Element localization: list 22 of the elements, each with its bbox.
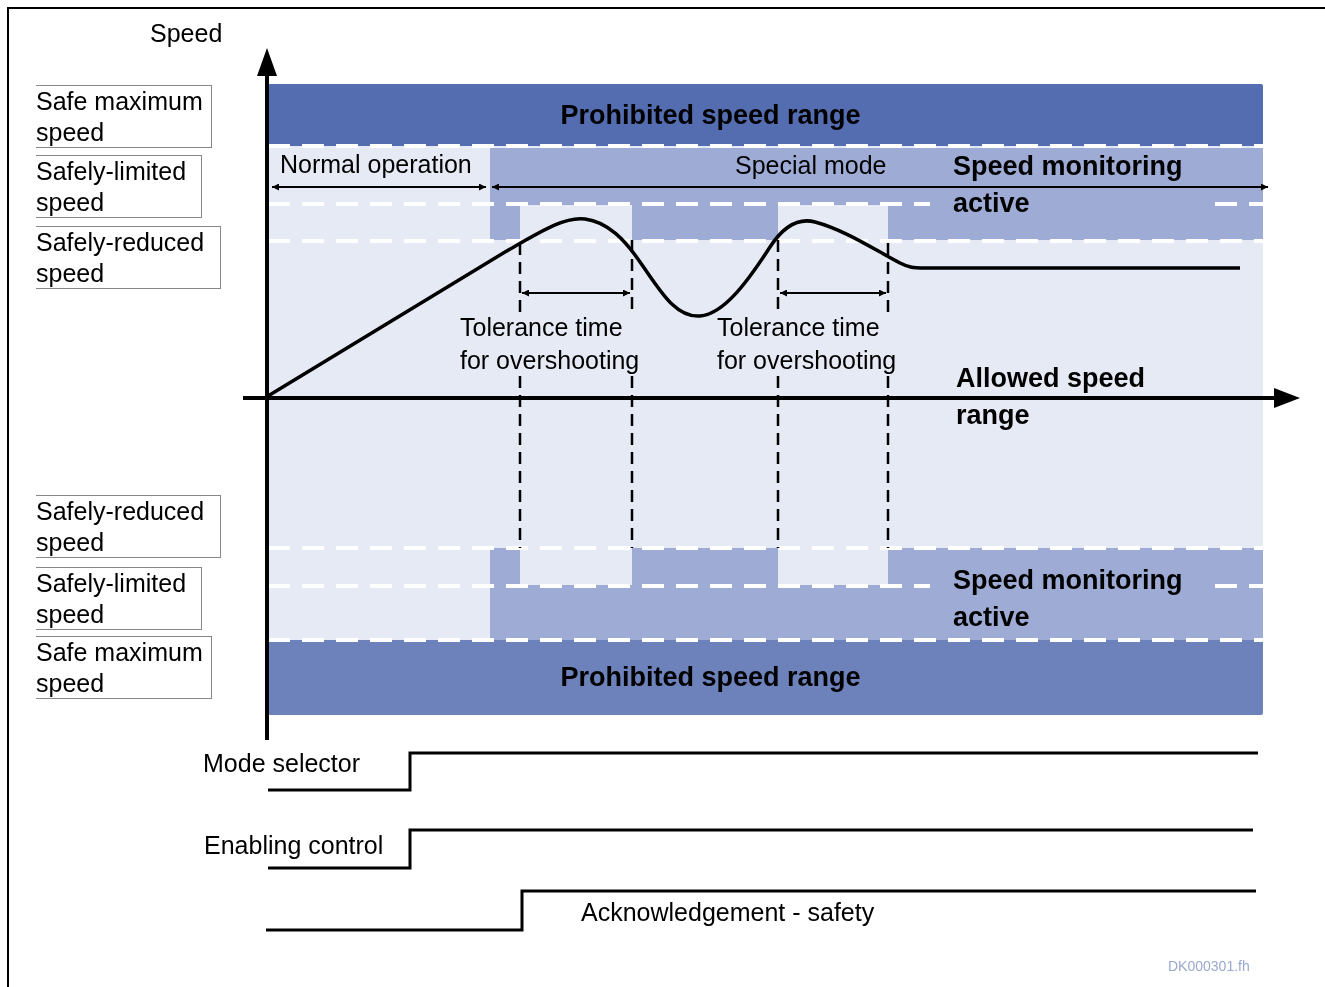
signal-label: Acknowledgement - safety <box>581 897 876 928</box>
tolerance-label: Tolerance time for overshooting <box>460 312 641 376</box>
limit-name: Safely-limited speed <box>36 568 188 630</box>
axis-label: Speed <box>150 18 224 49</box>
mode-label: Special mode <box>735 150 888 181</box>
limit-name: Safely-reduced speed <box>36 227 206 289</box>
band-title: Allowed speed range <box>956 362 1147 432</box>
tolerance-label: Tolerance time for overshooting <box>717 312 898 376</box>
band-title: Speed monitoring active <box>953 564 1184 634</box>
signal-label: Enabling control <box>204 830 385 861</box>
prohibited-band <box>268 640 1263 715</box>
limit-name: Safe maximum speed <box>36 637 204 699</box>
band-title: Prohibited speed range <box>560 661 861 694</box>
signal-label: Mode selector <box>203 748 362 779</box>
band-title: Speed monitoring active <box>953 150 1184 220</box>
limit-name: Safely-reduced speed <box>36 496 206 558</box>
mode-label: Normal operation <box>280 149 473 180</box>
limit-name: Safe maximum speed <box>36 86 204 148</box>
prohibited-band <box>268 84 1263 146</box>
band-title: Prohibited speed range <box>560 98 861 132</box>
figure-id: DK000301.fh <box>1168 957 1251 975</box>
limit-name: Safely-limited speed <box>36 156 188 218</box>
